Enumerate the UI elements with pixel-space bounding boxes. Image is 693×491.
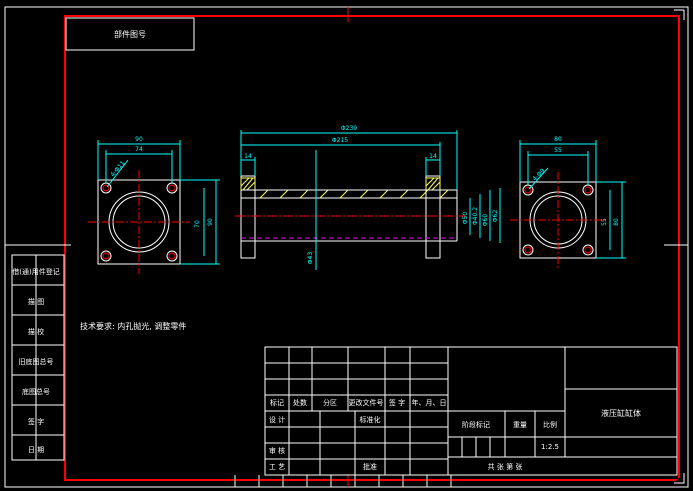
dim-front-overall: Φ239	[341, 125, 357, 132]
tb-label-scale: 比例	[543, 420, 557, 429]
dim-front-bore: Φ43	[307, 252, 314, 265]
tb-scale-value: 1:2.5	[541, 443, 559, 451]
drawing-number-tab-label: 部件图号	[114, 29, 146, 39]
right-end-view	[510, 140, 626, 268]
side-label-2: 描 校	[28, 327, 44, 336]
tb-label-signature: 签 字	[389, 398, 405, 407]
corner-mark-br	[674, 473, 685, 484]
side-stamp-column: 借(通)用件登记 描 图 描 校 旧底图总号 底图总号 签 字 日 期	[11, 254, 65, 461]
dim-front-flange-left: 14	[244, 153, 252, 160]
dim-left-width-inner: 74	[135, 146, 143, 153]
dim-right-hole-note: 4-Φ9	[531, 167, 546, 182]
drawing-frame	[64, 15, 680, 481]
dim-front-dia-c: Φ40.2	[472, 207, 479, 225]
front-section-view	[235, 130, 501, 270]
dim-right-width-outer: 80	[554, 136, 562, 143]
dim-right-height-outer: 80	[613, 218, 620, 226]
dim-left-height-inner: 70	[194, 220, 201, 228]
tb-label-date: 年、月、日	[412, 398, 447, 407]
side-label-0: 借(通)用件登记	[12, 267, 59, 276]
tb-sheet-footer: 共 张 第 张	[488, 462, 523, 471]
drawing-number-tab	[65, 17, 195, 51]
bottom-ruler-ticks	[234, 475, 452, 487]
dim-left-hole-note: 4-Φ11	[109, 160, 126, 179]
side-label-5: 签 字	[28, 417, 44, 426]
side-label-4: 底图总号	[22, 387, 50, 396]
tb-label-mark: 标记	[270, 398, 284, 407]
dim-front-flange-right: 14	[429, 153, 437, 160]
tb-label-approve: 批准	[363, 462, 377, 471]
side-label-3: 旧底图总号	[19, 357, 54, 366]
tb-label-standardize: 标准化	[360, 415, 381, 424]
tb-label-change-doc: 更改文件号	[349, 398, 384, 407]
dim-left-height-outer: 90	[207, 218, 214, 226]
tb-label-designer: 设 计	[269, 415, 285, 424]
dim-right-height-inner: 55	[601, 218, 608, 226]
dim-left-width-outer: 90	[135, 136, 143, 143]
dim-front-inner-length: Φ215	[332, 137, 348, 144]
tb-label-zone: 分区	[323, 398, 337, 407]
corner-mark-tr	[674, 9, 685, 20]
tb-label-count: 处数	[293, 398, 307, 407]
dim-front-dia-a: Φ50	[462, 212, 469, 225]
tech-requirements-note: 技术要求: 内孔抛光, 调整零件	[80, 321, 186, 331]
dim-front-dia-d: Φ62	[492, 210, 499, 223]
title-block	[264, 346, 678, 476]
tb-part-name: 液压缸缸体	[601, 408, 641, 418]
sheet-border	[4, 6, 689, 488]
tb-label-process: 工 艺	[269, 463, 285, 471]
tb-label-weight: 重量	[513, 421, 527, 429]
tb-label-stage-mark: 阶段标记	[462, 420, 490, 429]
dim-right-width-inner: 55	[554, 147, 562, 154]
left-end-view	[88, 140, 220, 274]
dim-front-dia-b: Φ60	[482, 214, 489, 227]
side-label-6: 日 期	[28, 446, 44, 454]
tb-label-review: 审 核	[269, 446, 285, 455]
side-label-1: 描 图	[28, 297, 44, 306]
